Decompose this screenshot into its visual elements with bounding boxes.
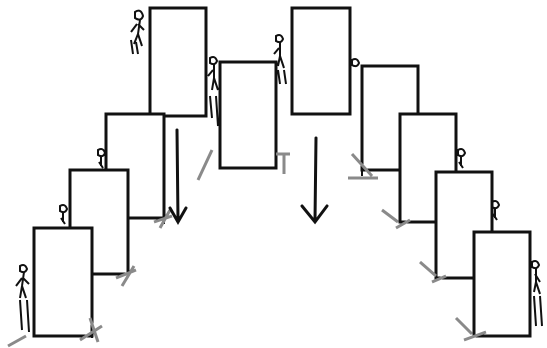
stick-figure-icon <box>98 149 105 168</box>
left-row-panel-front <box>8 228 102 346</box>
stick-figure-icon <box>60 205 67 224</box>
stick-figure-icon <box>458 149 465 168</box>
center-panel-left <box>198 57 290 180</box>
stick-figure-icon <box>352 59 359 66</box>
down-arrow-icon <box>302 138 327 222</box>
stick-figure-icon <box>16 265 29 332</box>
stick-figure-icon <box>131 11 144 54</box>
stick-figure-icon <box>532 261 542 326</box>
left-row-panel-back <box>131 8 206 116</box>
down-arrow-icon <box>170 130 186 222</box>
center-panel-right <box>274 8 350 114</box>
stick-figure-icon <box>208 57 218 126</box>
